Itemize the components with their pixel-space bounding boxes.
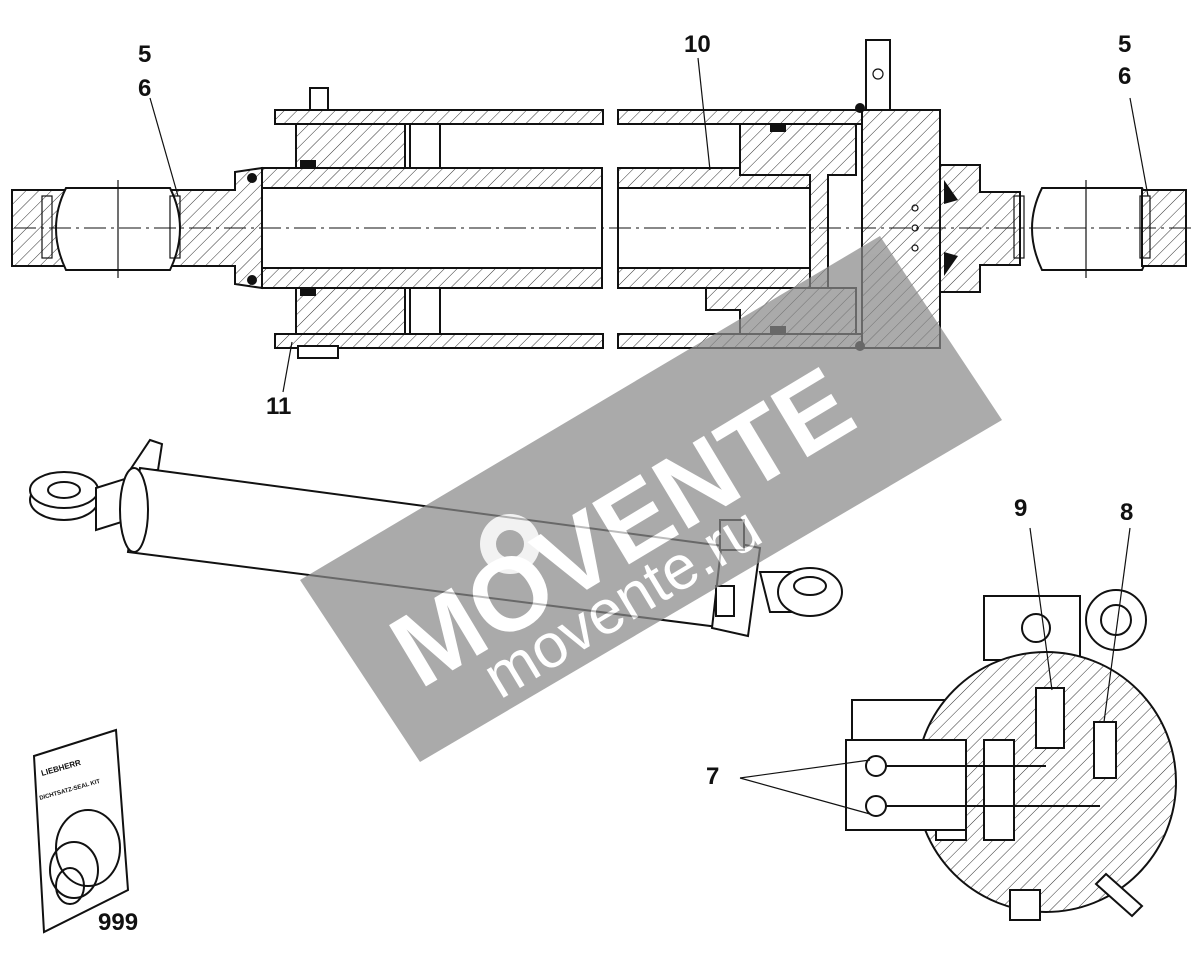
valve-block-detail <box>845 589 1177 921</box>
cylinder-section-view <box>11 39 1192 359</box>
callout-6-left: 6 <box>138 75 151 102</box>
tube-wall-top-left <box>274 109 604 125</box>
seal-kit-bag: LIEBHERR DICHTSATZ-SEAL KIT <box>32 728 130 934</box>
piston-rod-top <box>261 167 603 189</box>
callout-9: 9 <box>1014 495 1027 522</box>
tube-wall-top-right <box>617 109 863 125</box>
callout-10: 10 <box>684 31 711 58</box>
callout-8: 8 <box>1120 499 1133 526</box>
callout-6-right: 6 <box>1118 63 1131 90</box>
right-bearing-bush <box>1031 187 1153 271</box>
callout-999: 999 <box>98 909 138 936</box>
callout-5-left: 5 <box>138 41 151 68</box>
callout-7: 7 <box>706 763 719 790</box>
callout-11: 11 <box>266 393 291 420</box>
detail-callout-leaders <box>739 527 1131 815</box>
piston-rod-bottom <box>261 267 603 289</box>
callout-5-right: 5 <box>1118 31 1131 58</box>
top-callouts <box>149 57 1149 393</box>
